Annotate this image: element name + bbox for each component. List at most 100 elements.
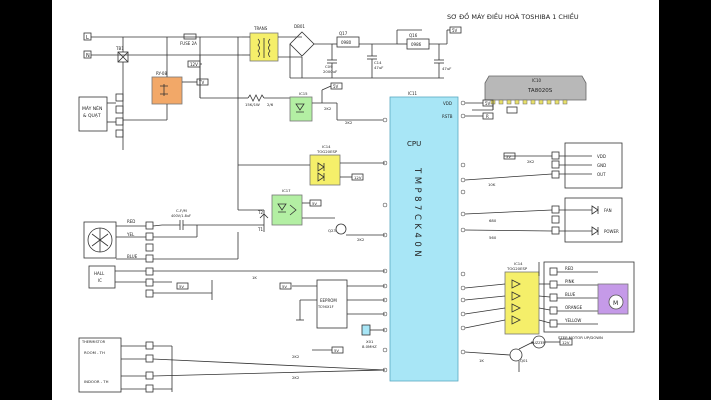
ic14-upper-chip <box>309 154 341 186</box>
ic10-label: IC10 <box>532 78 542 83</box>
ic10-part: TA8020S <box>527 88 553 94</box>
hall-label-2: IC <box>98 278 102 283</box>
load-label-1: MÁY NÉN <box>82 104 102 112</box>
c14-label: C14 <box>374 60 382 65</box>
mains-n-label: N <box>86 53 90 59</box>
cpu-chip <box>389 96 459 382</box>
step-wire-blue: BLUE <box>565 292 576 297</box>
ic14-upper: IC14 TOG20ESP 12V <box>238 144 385 186</box>
cpu-label: CPU <box>407 140 421 148</box>
c-out-value: 47uF <box>442 66 451 71</box>
crystal-freq: 8.0MHZ <box>362 344 377 349</box>
receiver-r1: 2K2 <box>527 159 535 164</box>
cpu-vdd-flag: 5V <box>485 101 491 106</box>
q16-label: Q16 <box>409 33 418 38</box>
fan-led <box>591 205 599 215</box>
buzzer-12v-flag: 12V <box>562 340 570 345</box>
load-connector: MÁY NÉN & QUẠT <box>78 93 124 138</box>
indicator-leds: 680 560 FAN POWER <box>464 197 623 243</box>
power-led-label: POWER <box>604 229 619 234</box>
hall-r: 1K <box>252 275 257 280</box>
receiver-r2: 10K <box>488 182 496 187</box>
ic14-upper-12v: 12V <box>354 175 362 180</box>
ic14-upper-label: IC14 <box>322 144 331 149</box>
ic14-stepper-part: TOG20ESP <box>506 266 528 271</box>
buzzer-r: 1K <box>479 358 484 363</box>
relay: RY-08 TV <box>123 37 209 121</box>
fan-cap-value: 400V/1.8uF <box>171 214 191 218</box>
q17-label: Q17 <box>339 31 348 36</box>
load-label-2: & QUẠT <box>83 113 101 119</box>
power-led <box>591 226 599 236</box>
ic17-label: IC17 <box>282 188 291 193</box>
fan-r: 2K2 <box>357 237 365 242</box>
cpu-rstb-pin: RSTB <box>442 114 453 119</box>
cpu-part-vertical: TMP87CK40N <box>412 167 422 260</box>
receiver-vdd: VDD <box>597 154 606 159</box>
relay-label: RY-08 <box>156 71 167 76</box>
c14-value: 47uF <box>374 65 383 70</box>
zc-r3: 2K2 <box>324 106 332 111</box>
regulator-q17 <box>336 36 360 48</box>
thermistor-r1: 2K2 <box>292 354 300 359</box>
schematic-diagram: SƠ ĐỒ MÁY ĐIỀU HOÀ TOSHIBA 1 CHIỀU L N F… <box>78 11 635 393</box>
ic15-label: IC15 <box>299 91 308 96</box>
step-wire-orange: ORANGE <box>565 305 583 310</box>
t2-label: T2 <box>257 210 263 215</box>
thermistor-title: THERMISTOR <box>81 340 106 344</box>
buzzer-circuit: BUZZER 12V Q01 1K <box>464 335 573 372</box>
t1-label: T1 <box>257 227 263 232</box>
ir-receiver: VDD GND OUT 5V 2K2 10K <box>464 142 623 189</box>
cpu-vdd-pin: VDD <box>443 101 452 106</box>
relay-tag: TV <box>198 80 204 85</box>
thermistor-inputs: THERMISTOR ROOM - TH INDOOR - TH 2K2 2K2… <box>78 337 386 393</box>
led-r2: 560 <box>489 235 497 240</box>
step-motor-circuit: IC14 TOG20ESP RED PINK BLUE ORANGE YELLO… <box>464 261 635 340</box>
cpu-ic11: IC11 CPU VDD RSTB TMP87CK40N 5V R <box>382 91 494 382</box>
mains-l-label: L <box>86 35 89 41</box>
diagram-title: SƠ ĐỒ MÁY ĐIỀU HOÀ TOSHIBA 1 CHIỀU <box>447 11 579 21</box>
thermistor-room: ROOM - TH <box>84 350 105 355</box>
transformer-label: TRANS <box>253 26 268 31</box>
receiver-gnd: GND <box>597 163 606 168</box>
c09-value: 2000uF <box>323 69 337 74</box>
c09-label: C09 <box>325 64 333 69</box>
fan-motor-circuit: IC17 5V Q23 2K2 T2 T1 C-F/M 400V/1.8uF R… <box>83 165 385 263</box>
buzzer-q-label: Q01 <box>520 358 528 363</box>
eeprom: EEPROM TC9XX1F 5V <box>279 279 385 329</box>
eeprom-label-2: TC9XX1F <box>317 305 334 309</box>
zc-r2: 2/6 <box>267 102 274 107</box>
step-motor-symbol: M <box>613 300 618 307</box>
thermistor-indoor: INDOOR - TH <box>84 379 109 384</box>
cpu-rst-flag: R <box>486 114 489 119</box>
hall-5v-flag: 5V <box>179 284 184 289</box>
fuse-label: FUSE 2A <box>180 41 197 46</box>
ic14-stepper-label: IC14 <box>514 261 523 266</box>
eeprom-chip <box>316 279 348 329</box>
step-wire-yellow: YELLOW <box>564 318 581 323</box>
eeprom-5v-flag: 5V <box>282 284 287 289</box>
bridge-label: DB01 <box>294 24 305 29</box>
zc-r1: 15K/1W <box>245 102 260 107</box>
fan-cap-label: C-F/M <box>176 208 187 213</box>
step-wire-pink: PINK <box>565 279 575 284</box>
tb1-label: TB1 <box>115 46 124 51</box>
led-r1: 680 <box>489 218 497 223</box>
step-wire-red: RED <box>565 266 573 271</box>
ic14-upper-part: TOG20ESP <box>316 149 338 154</box>
zero-cross-circuit: 15K/1W 2/6 IC15 5V 2K2 2K2 <box>199 55 385 165</box>
eeprom-label-1: EEPROM <box>320 298 337 303</box>
buzzer-label: BUZZER <box>531 341 546 345</box>
fan-5v-flag: 5V <box>312 201 317 206</box>
q16-part: 0986 <box>411 42 422 47</box>
receiver-module <box>564 142 623 189</box>
receiver-5v-flag: 5V <box>506 154 511 159</box>
fan-wire-blue: BLUE <box>127 254 138 259</box>
hall-sensor: HALL IC 1K 5V <box>88 265 385 300</box>
triac-coupler-ic17 <box>271 194 303 226</box>
relay-ry08 <box>151 76 183 105</box>
step-motor-caption: STEP MOTOR UP/DOWN <box>558 335 603 340</box>
receiver-out: OUT <box>597 172 606 177</box>
power-supply: TRANS DB01 Q17 0980 Q16 0986 5V <box>187 24 462 79</box>
fan-wire-red: RED <box>127 219 135 224</box>
